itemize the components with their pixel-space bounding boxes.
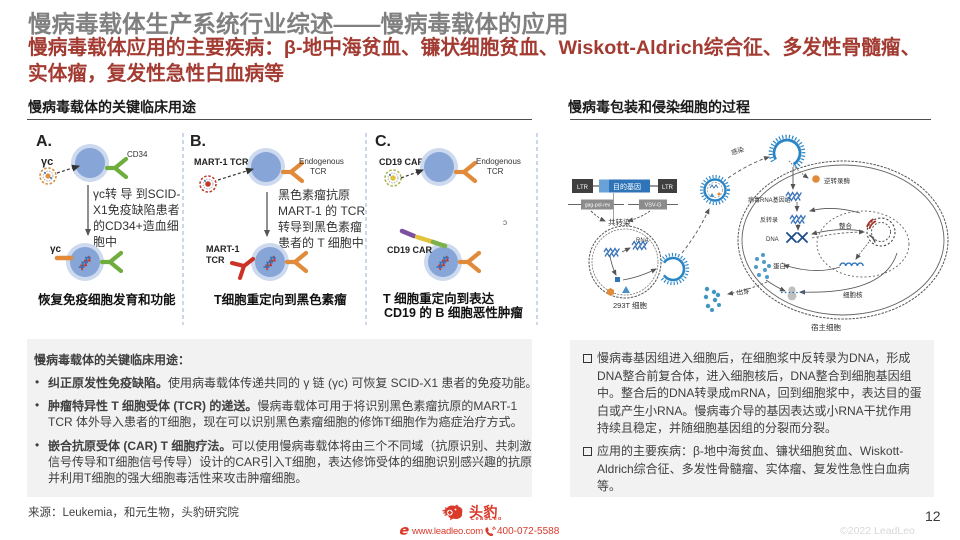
svg-text:DNA: DNA	[766, 237, 779, 243]
svg-text:患者的 T 细胞中: 患者的 T 细胞中	[278, 235, 364, 250]
svg-text:LTR: LTR	[577, 185, 589, 191]
svg-text:MART-1 TCR: MART-1 TCR	[194, 157, 249, 167]
svg-text:C.: C.	[375, 133, 391, 150]
svg-text:gag-pol-rev: gag-pol-rev	[585, 203, 611, 209]
svg-text:胞中: 胞中	[93, 234, 117, 249]
svg-text:Endogenous: Endogenous	[299, 157, 344, 166]
svg-text:RNA: RNA	[636, 238, 649, 244]
svg-text:A.: A.	[36, 133, 52, 150]
svg-text:T细胞重定向到黑色素瘤: T细胞重定向到黑色素瘤	[214, 292, 347, 307]
svg-text:TCR: TCR	[310, 167, 327, 176]
svg-text:γc: γc	[41, 156, 53, 168]
svg-text:的CD34+造血细: 的CD34+造血细	[93, 218, 179, 233]
svg-text:转导到黑色素瘤: 转导到黑色素瘤	[278, 219, 362, 234]
svg-text:γc转 导 到SCID-: γc转 导 到SCID-	[93, 186, 180, 201]
svg-text:Endogenous: Endogenous	[476, 157, 521, 166]
svg-text:CD34: CD34	[127, 150, 148, 159]
svg-text:感染: 感染	[730, 144, 746, 157]
svg-text:TCR: TCR	[206, 255, 225, 265]
svg-text:B.: B.	[190, 133, 206, 150]
svg-text:CD19 CAR: CD19 CAR	[379, 157, 425, 167]
svg-text:共转染: 共转染	[608, 217, 631, 227]
svg-text:γc: γc	[50, 244, 62, 255]
svg-text:整合: 整合	[839, 221, 853, 230]
svg-text:TCR: TCR	[487, 167, 504, 176]
svg-text:逆转录酶: 逆转录酶	[824, 176, 851, 185]
svg-text:反转录: 反转录	[760, 216, 778, 224]
svg-text:LTR: LTR	[662, 185, 674, 191]
svg-text:T 细胞重定向到表达: T 细胞重定向到表达	[383, 291, 495, 306]
svg-text:293T 细胞: 293T 细胞	[613, 300, 648, 310]
svg-text:恢复免疫细胞发育和功能: 恢复免疫细胞发育和功能	[38, 292, 176, 307]
svg-text:X1免疫缺陷患者: X1免疫缺陷患者	[93, 202, 180, 217]
svg-text:MART-1 的 TCR: MART-1 的 TCR	[278, 203, 365, 218]
svg-text:MART-1: MART-1	[206, 244, 240, 254]
svg-text:ɔ: ɔ	[503, 218, 507, 227]
svg-text:目的基因: 目的基因	[613, 182, 641, 191]
svg-text:黑色素瘤抗原: 黑色素瘤抗原	[278, 187, 350, 202]
svg-text:VSV-G: VSV-G	[645, 203, 662, 209]
svg-text:CD19 的 B 细胞恶性肿瘤: CD19 的 B 细胞恶性肿瘤	[384, 305, 523, 320]
svg-text:出芽: 出芽	[736, 286, 751, 297]
svg-text:宿主细胞: 宿主细胞	[811, 322, 841, 332]
svg-text:CD19 CAR: CD19 CAR	[387, 245, 433, 255]
svg-text:细胞核: 细胞核	[843, 290, 863, 299]
svg-text:病毒RNA基因组: 病毒RNA基因组	[748, 196, 791, 204]
svg-text:蛋白: 蛋白	[773, 261, 786, 270]
